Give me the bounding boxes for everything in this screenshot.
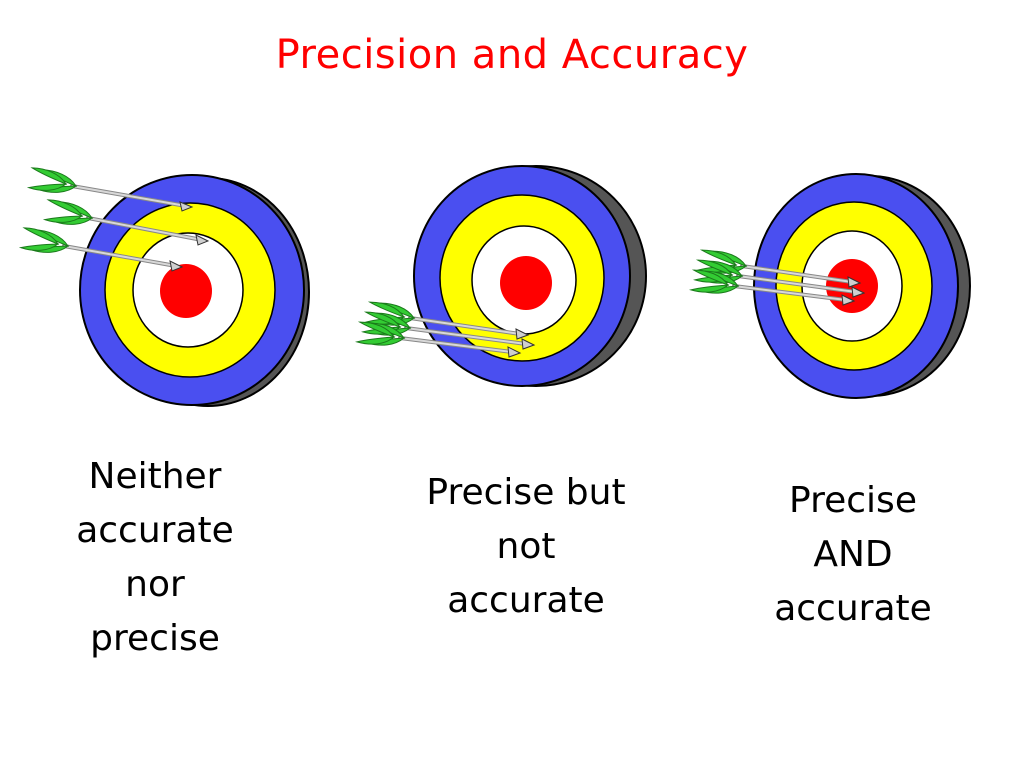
- caption-neither: Neither accurate nor precise: [40, 450, 270, 666]
- target-2-arrow-3: [356, 321, 522, 358]
- caption-line: accurate: [447, 580, 605, 621]
- target-2-bullseye: [500, 256, 552, 310]
- target-3: [690, 173, 971, 399]
- caption-line: precise: [90, 618, 220, 659]
- target-1-bullseye: [160, 264, 212, 318]
- target-2: [356, 165, 647, 387]
- caption-line: Precise but: [426, 472, 626, 513]
- caption-precise-only: Precise but not accurate: [392, 466, 660, 628]
- caption-line: Neither: [88, 456, 222, 497]
- target-3-arrow-2: [694, 259, 866, 298]
- caption-line: AND: [813, 534, 893, 575]
- caption-line: accurate: [774, 588, 932, 629]
- target-2-arrow-2: [362, 311, 536, 350]
- target-3-arrow-1: [698, 249, 862, 288]
- caption-precise-and-accurate: Precise AND accurate: [738, 474, 968, 636]
- caption-line: accurate: [76, 510, 234, 551]
- target-1: [20, 166, 310, 407]
- target-1-arrow-2: [44, 198, 210, 246]
- target-1-arrow-3: [20, 226, 184, 272]
- caption-line: not: [496, 526, 556, 567]
- caption-line: nor: [125, 564, 185, 605]
- target-3-arrow-3: [690, 269, 856, 306]
- page-title: Precision and Accuracy: [275, 32, 749, 78]
- target-2-arrow-1: [366, 301, 530, 340]
- caption-line: Precise: [789, 480, 917, 521]
- target-1-arrow-1: [28, 166, 194, 212]
